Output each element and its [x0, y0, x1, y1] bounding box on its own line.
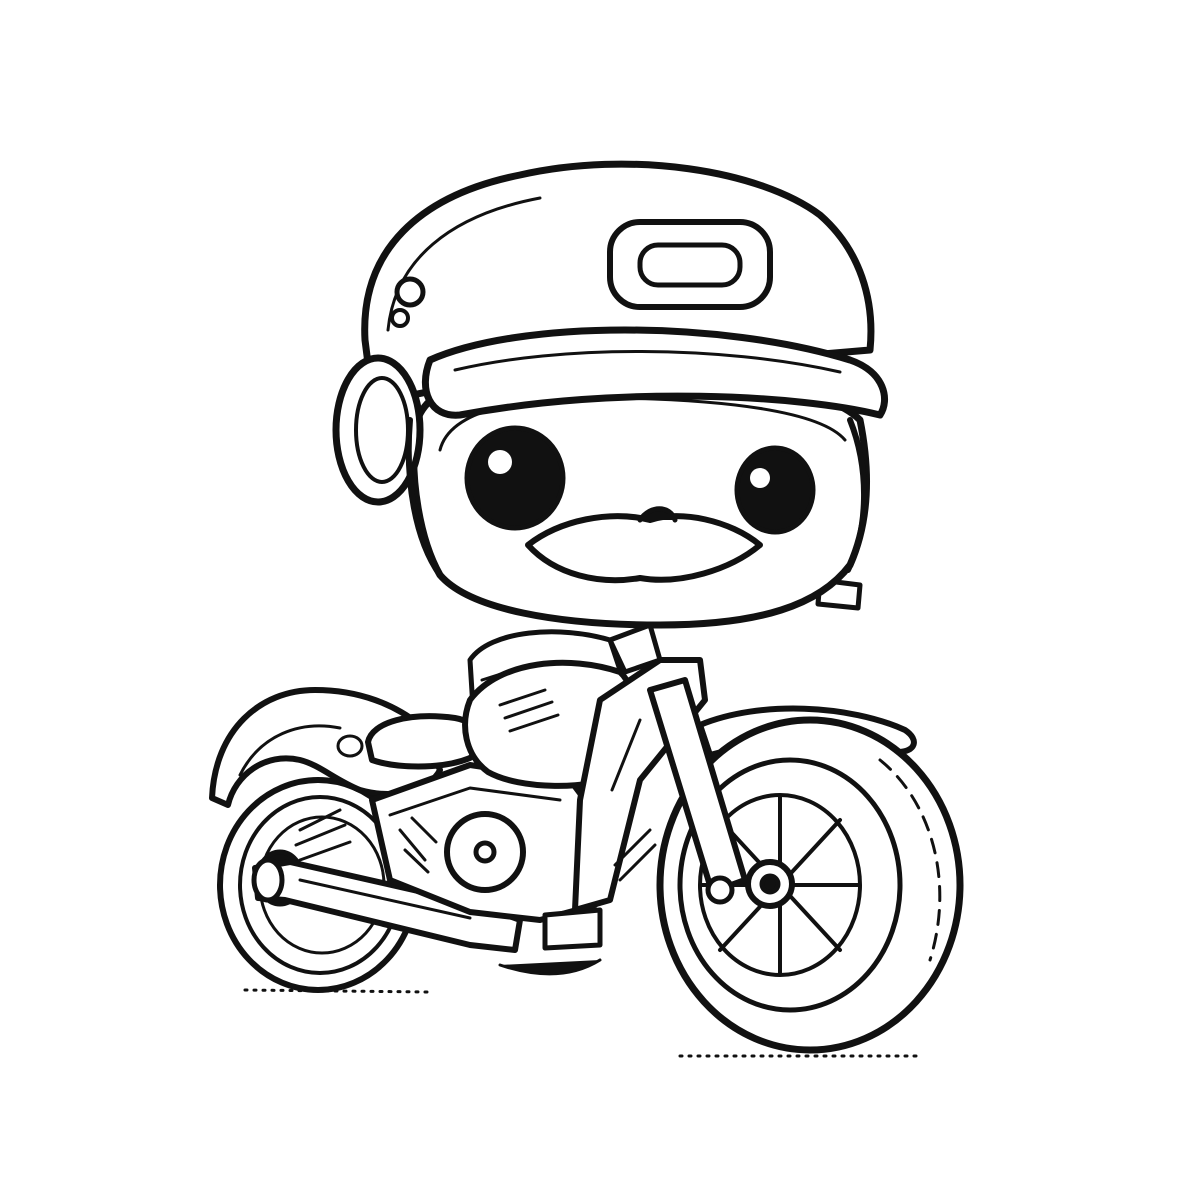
- left-eye: [464, 425, 566, 531]
- helmet-vent-icon: [607, 219, 773, 310]
- fender-bolt: [336, 734, 364, 758]
- smile: [525, 513, 763, 584]
- front-fork: [607, 622, 748, 905]
- helmet-brim: [422, 326, 889, 419]
- seat: [365, 713, 482, 770]
- helmet: [332, 160, 889, 578]
- front-wheel: [656, 716, 964, 1054]
- ground-shadow-rear: [243, 958, 922, 1058]
- right-eye: [734, 445, 816, 535]
- exhaust-pipe: [251, 857, 523, 953]
